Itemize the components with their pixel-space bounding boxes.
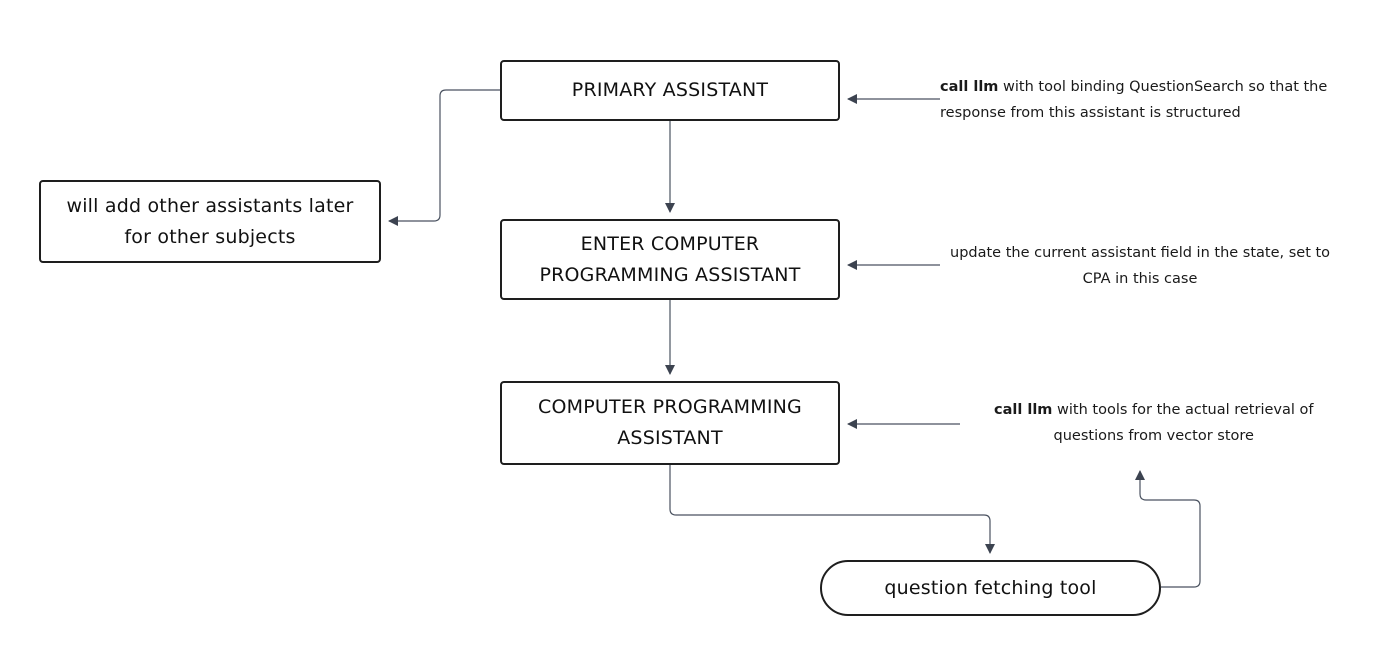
primary-assistant-label: PRIMARY ASSISTANT [571,79,769,101]
primary-assistant-note: call llm with tool binding QuestionSearc… [940,74,1327,126]
primary-note-bold: call llm [940,79,999,95]
question-fetching-tool-node: question fetching tool [820,560,1161,616]
primary-note-line-1: call llm with tool binding QuestionSearc… [940,74,1327,100]
primary-note-line-2: response from this assistant is structur… [940,105,1241,121]
cpa-note-line-2: questions from vector store [1053,428,1254,444]
cpa-line-2: ASSISTANT [617,427,723,449]
cpa-note-line-1-rest: with tools for the actual retrieval of [1052,402,1314,418]
other-assistants-line-1: will add other assistants later [66,194,354,217]
enter-cpa-node: ENTER COMPUTER PROGRAMMING ASSISTANT [500,219,840,300]
primary-assistant-node: PRIMARY ASSISTANT [500,60,840,121]
other-assistants-line-2: for other subjects [124,225,296,248]
arrow-cpa-to-tool [669,465,995,554]
enter-note-line-1: update the current assistant field in th… [950,245,1331,261]
enter-note-line-2: CPA in this case [1082,271,1198,287]
arrow-primary-to-other [388,89,500,226]
primary-note-line-1-rest: with tool binding QuestionSearch so that… [998,79,1328,95]
enter-cpa-line-2: PROGRAMMING ASSISTANT [539,263,801,286]
cpa-note-line-1: call llm with tools for the actual retri… [994,397,1313,423]
question-fetching-tool-label: question fetching tool [884,576,1097,599]
cpa-note: call llm with tools for the actual retri… [994,397,1313,449]
enter-cpa-note: update the current assistant field in th… [950,240,1330,292]
cpa-node: COMPUTER PROGRAMMING ASSISTANT [500,381,840,465]
cpa-line-1: COMPUTER PROGRAMMING [538,396,802,418]
other-assistants-node: will add other assistants later for othe… [39,180,381,263]
arrow-tool-to-note [1135,470,1201,588]
enter-cpa-line-1: ENTER COMPUTER [580,232,760,255]
cpa-note-bold: call llm [994,402,1053,418]
